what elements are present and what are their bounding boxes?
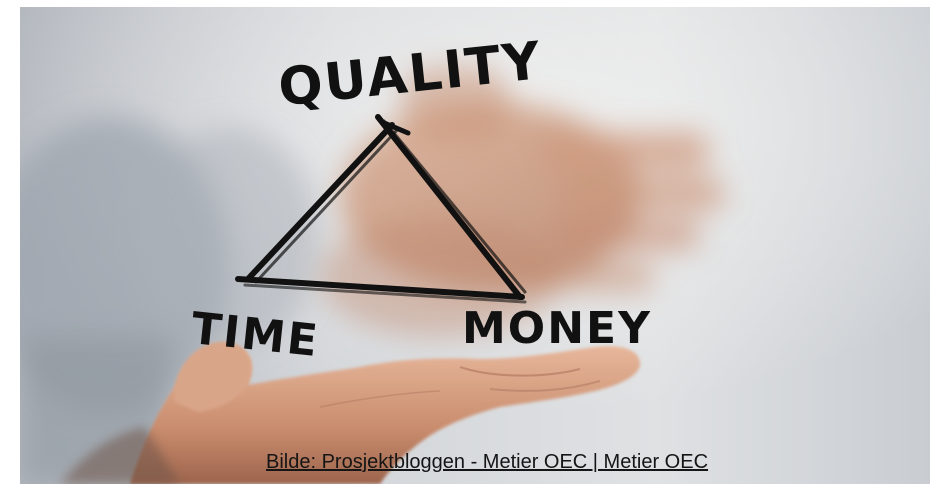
photo: QUALITY TIME MONEY (20, 7, 930, 484)
hands-triangle-photo: QUALITY TIME MONEY (20, 7, 930, 484)
word-money: MONEY (462, 303, 652, 354)
triangle-sketch (235, 114, 527, 304)
upper-hand-blurred (320, 67, 725, 337)
image-credit-caption[interactable]: Bilde: Prosjektbloggen - Metier OEC | Me… (266, 451, 709, 473)
lower-hand (60, 341, 641, 484)
